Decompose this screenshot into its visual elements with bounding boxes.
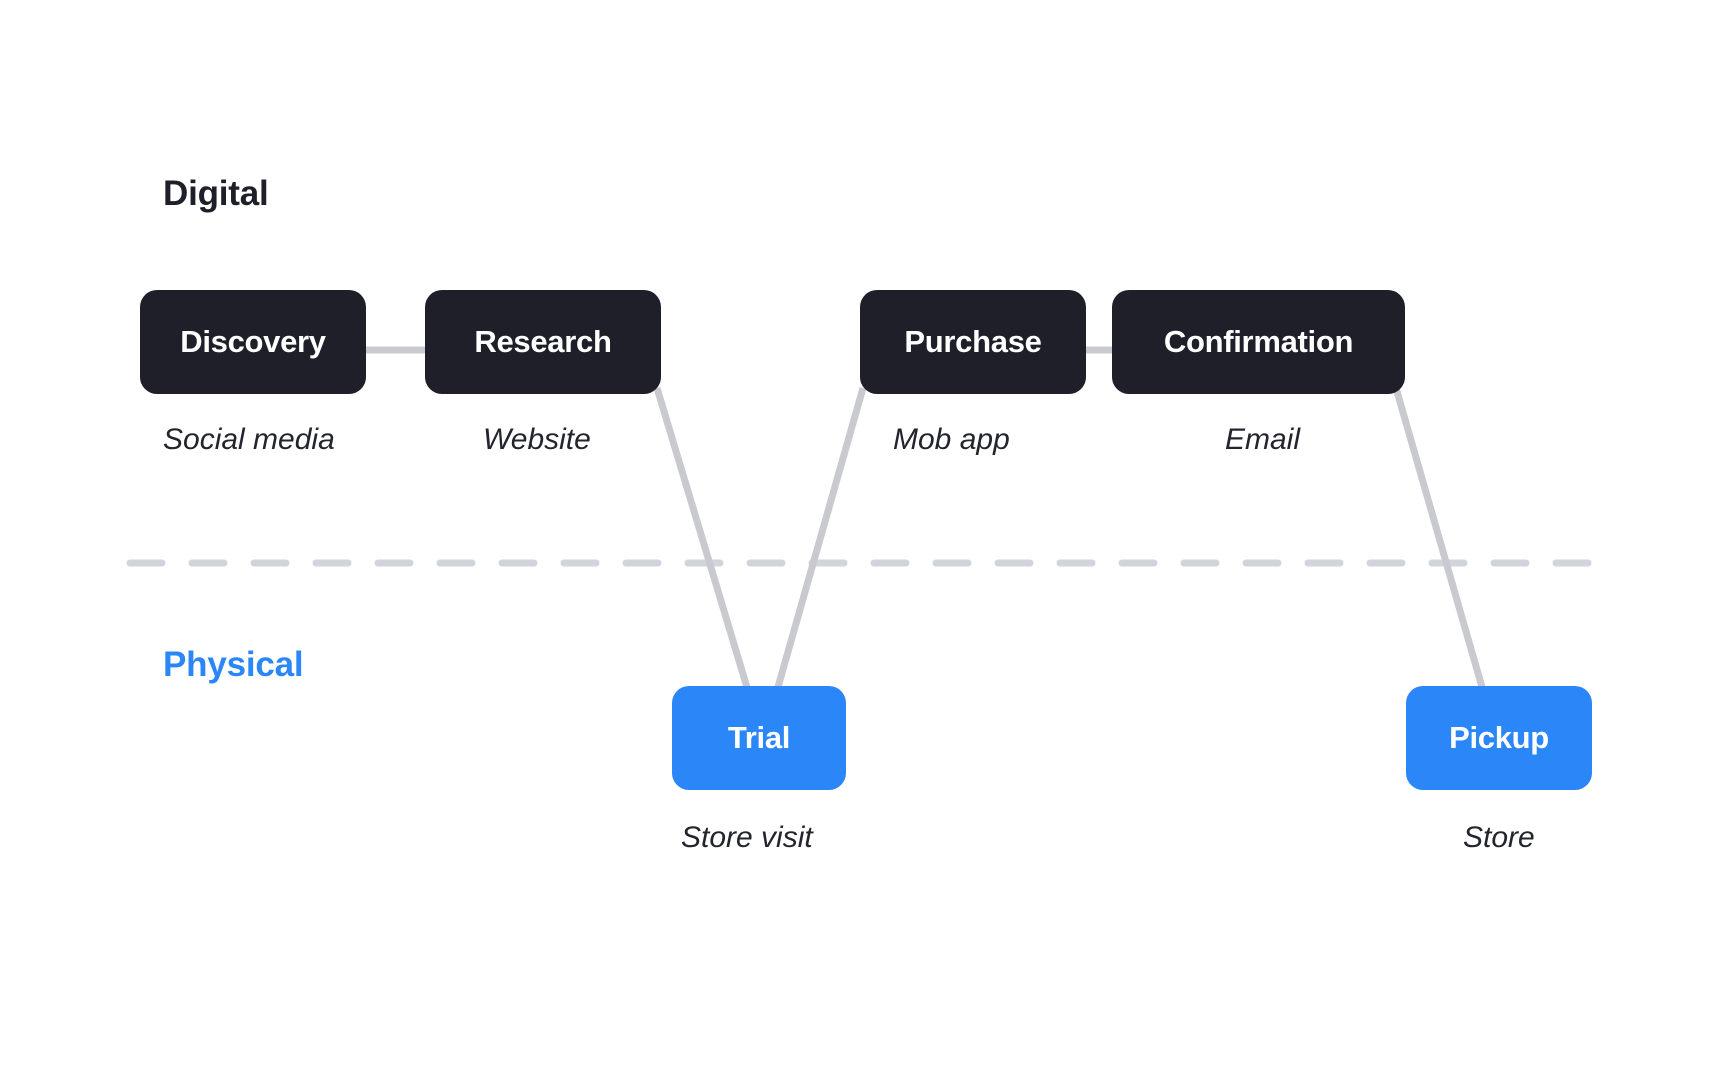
edge-purchase-trial (772, 387, 867, 695)
node-pickup[interactable]: Pickup (1406, 686, 1592, 790)
caption-pickup: Store (1463, 821, 1535, 854)
node-label: Confirmation (1163, 324, 1354, 359)
node-discovery[interactable]: Discovery (140, 290, 366, 394)
caption-research: Website (483, 423, 591, 456)
node-label: Pickup (1449, 720, 1549, 755)
caption-purchase: Mob app (893, 423, 1010, 456)
node-trial[interactable]: Trial (672, 686, 846, 790)
caption-trial: Store visit (681, 821, 813, 854)
caption-confirmation: Email (1225, 423, 1301, 456)
caption-discovery: Social media (163, 423, 335, 456)
edge-confirmation-pickup (1392, 387, 1488, 695)
node-label: Purchase (904, 324, 1042, 359)
node-label: Discovery (180, 324, 326, 359)
lane-label-physical: Physical (163, 645, 304, 684)
node-purchase[interactable]: Purchase (860, 290, 1086, 394)
node-label: Trial (727, 720, 791, 755)
edge-research-trial (653, 386, 753, 696)
node-label: Research (474, 324, 612, 359)
node-research[interactable]: Research (425, 290, 661, 394)
lane-label-digital: Digital (163, 174, 269, 213)
node-confirmation[interactable]: Confirmation (1112, 290, 1405, 394)
